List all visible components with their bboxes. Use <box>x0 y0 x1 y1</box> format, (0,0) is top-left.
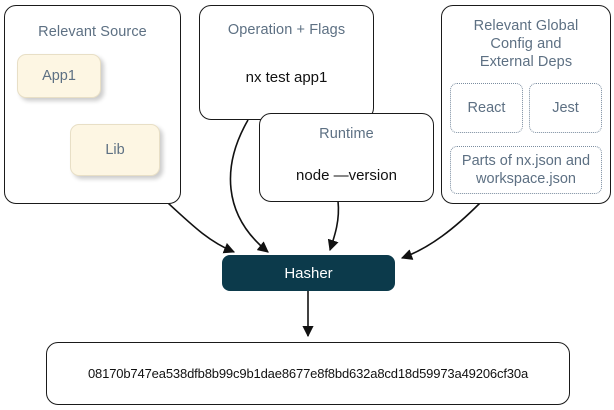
group-global-config-title-line3: External Deps <box>479 54 573 70</box>
node-jest-label: Jest <box>552 100 579 116</box>
node-lib[interactable]: Lib <box>70 124 160 176</box>
group-runtime-title: Runtime <box>319 126 374 142</box>
node-nx-json-config-line1: Parts of nx.json and <box>461 153 591 169</box>
node-react[interactable]: React <box>450 83 523 133</box>
group-operation-flags-title: Operation + Flags <box>227 22 346 38</box>
group-global-config-title-line2: Config and <box>490 36 562 52</box>
hasher-label: Hasher <box>284 264 333 282</box>
hasher-node[interactable]: Hasher <box>222 255 395 291</box>
node-app1-label: App1 <box>42 68 76 84</box>
edge-config-to-hasher <box>400 202 481 260</box>
node-nx-json-config[interactable]: Parts of nx.json and workspace.json <box>450 146 602 194</box>
operation-command: nx test app1 <box>245 69 328 86</box>
group-relevant-source-title: Relevant Source <box>38 24 147 40</box>
group-operation-flags: Operation + Flags nx test app1 <box>199 5 374 120</box>
node-react-label: React <box>467 100 506 116</box>
hash-output-box: 08170b747ea538dfb8b99c9b1dae8677e8f8bd63… <box>46 342 570 405</box>
runtime-command: node —version <box>296 167 397 184</box>
edge-source-to-hasher <box>167 202 236 254</box>
group-global-config-title-line1: Relevant Global <box>473 18 579 34</box>
hash-output-value: 08170b747ea538dfb8b99c9b1dae8677e8f8bd63… <box>87 366 529 381</box>
edge-runtime-to-hasher <box>327 200 340 252</box>
node-jest[interactable]: Jest <box>529 83 602 133</box>
node-lib-label: Lib <box>105 142 125 158</box>
node-nx-json-config-line2: workspace.json <box>476 171 576 187</box>
node-app1[interactable]: App1 <box>17 54 101 98</box>
group-runtime: Runtime node —version <box>259 113 434 202</box>
